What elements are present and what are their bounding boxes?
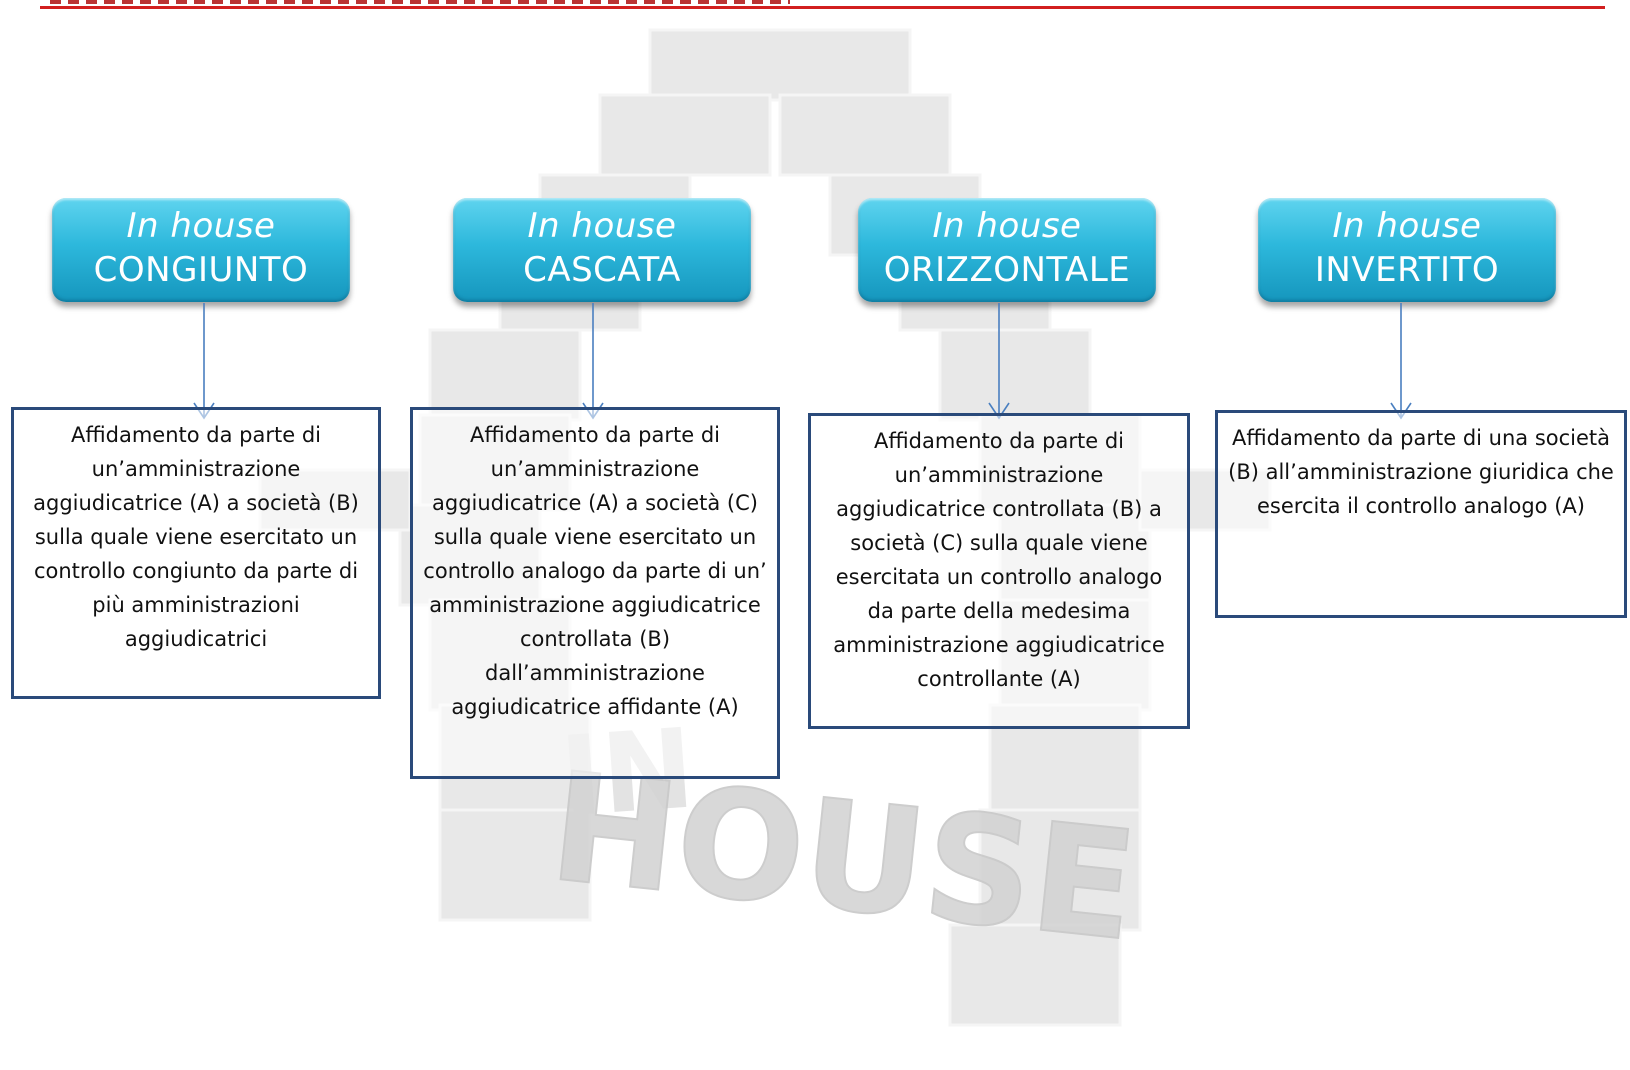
description-box-cascata: Affidamento da parte di un’amministrazio…: [410, 407, 780, 779]
description-text: Affidamento da parte di un’amministrazio…: [423, 423, 767, 719]
header-type-label: CONGIUNTO: [93, 250, 309, 290]
header-type-label: INVERTITO: [1314, 250, 1500, 290]
description-text: Affidamento da parte di un’amministrazio…: [33, 423, 359, 651]
arrow-down-icon: [988, 303, 1010, 420]
top-rule: [40, 6, 1605, 9]
header-italic-label: In house: [126, 206, 276, 246]
header-pill-cascata: In house CASCATA: [453, 198, 751, 302]
header-type-label: ORIZZONTALE: [883, 250, 1131, 290]
top-cut-off-title-fragment: [50, 0, 790, 6]
header-italic-label: In house: [1332, 206, 1482, 246]
description-box-invertito: Affidamento da parte di una società (B) …: [1215, 410, 1627, 618]
header-pill-orizzontale: In house ORIZZONTALE: [858, 198, 1156, 302]
arrow-down-icon: [193, 303, 215, 420]
description-box-congiunto: Affidamento da parte di un’amministrazio…: [11, 407, 381, 699]
arrow-down-icon: [582, 303, 604, 420]
description-text: Affidamento da parte di un’amministrazio…: [833, 429, 1165, 691]
header-pill-congiunto: In house CONGIUNTO: [52, 198, 350, 302]
header-pill-invertito: In house INVERTITO: [1258, 198, 1556, 302]
arrow-down-icon: [1390, 303, 1412, 420]
header-italic-label: In house: [527, 206, 677, 246]
description-text: Affidamento da parte di una società (B) …: [1228, 426, 1614, 518]
header-type-label: CASCATA: [523, 250, 681, 290]
description-box-orizzontale: Affidamento da parte di un’amministrazio…: [808, 413, 1190, 729]
header-italic-label: In house: [932, 206, 1082, 246]
